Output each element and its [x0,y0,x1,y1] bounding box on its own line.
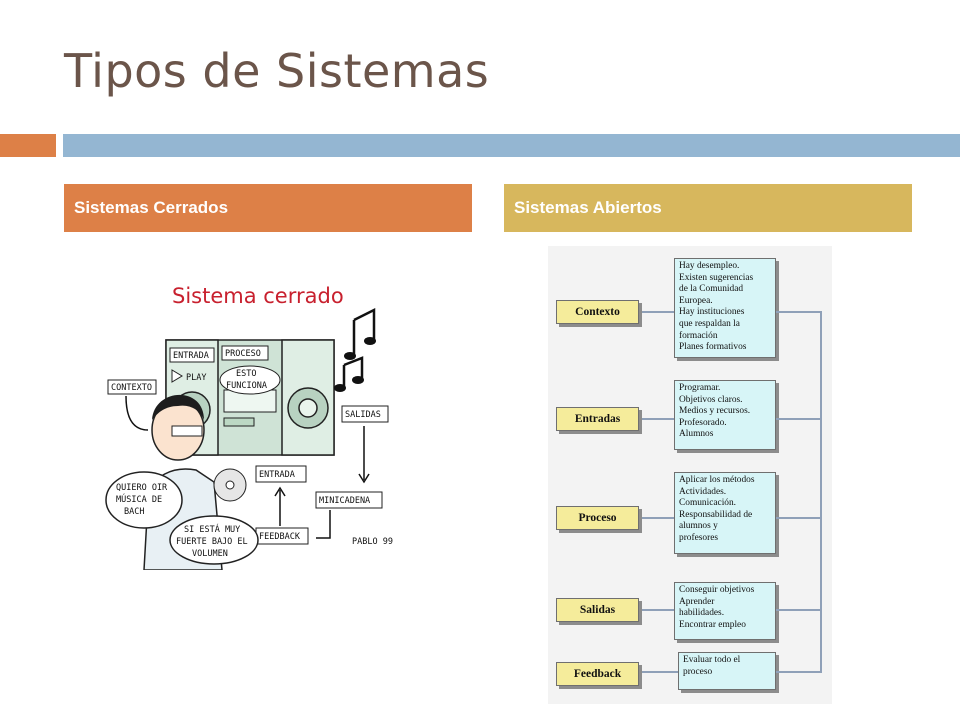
detail-proceso: Aplicar los métodos Actividades. Comunic… [674,472,776,554]
bubble2-line1: SI ESTÁ MUY [184,523,240,535]
cartoon-title: Sistema cerrado [172,284,344,308]
label-funciona: FUNCIONA [226,381,267,391]
cartoon-illustration: ENTRADA PROCESO PLAY ESTO FUNCIONA SALID… [105,307,393,571]
label-entrada-top: ENTRADA [173,351,209,361]
label-minicadena: MINICADENA [319,496,370,506]
open-system-diagram: Hay desempleo. Existen sugerencias de la… [548,246,832,704]
stage-feedback: Feedback [556,662,639,686]
cartoon-signature: PABLO 99 [352,537,393,547]
bubble2-line2: FUERTE BAJO EL [176,537,248,547]
bubble1-line1: QUIERO OIR [116,483,168,493]
detail-salidas: Conseguir objetivos Aprender habilidades… [674,582,776,640]
label-esto: ESTO [236,369,256,379]
label-salidas: SALIDAS [345,410,381,420]
detail-feedback: Evaluar todo el proceso [678,652,776,690]
title-rule-accent [0,134,56,157]
stage-entradas: Entradas [556,407,639,431]
label-contexto: CONTEXTO [111,383,152,393]
label-entrada-mid: ENTRADA [259,470,295,480]
stage-salidas: Salidas [556,598,639,622]
bubble1-line3: BACH [124,507,144,517]
detail-entradas: Programar. Objetivos claros. Medios y re… [674,380,776,450]
detail-contexto: Hay desempleo. Existen sugerencias de la… [674,258,776,358]
diagram-connector [820,311,822,672]
stage-proceso: Proceso [556,506,639,530]
open-systems-header: Sistemas Abiertos [504,184,912,232]
bubble1-line2: MÚSICA DE [116,493,162,505]
slide-title: Tipos de Sistemas [64,44,490,98]
label-proceso: PROCESO [225,349,261,359]
label-play: PLAY [186,373,206,383]
title-rule-bar [63,134,960,157]
label-feedback: FEEDBACK [259,532,301,542]
closed-systems-header: Sistemas Cerrados [64,184,472,232]
stage-contexto: Contexto [556,300,639,324]
closed-system-cartoon: Sistema cerrado ENTRADA PROCESO PLAY EST… [104,270,404,571]
bubble2-line3: VOLUMEN [192,549,228,559]
